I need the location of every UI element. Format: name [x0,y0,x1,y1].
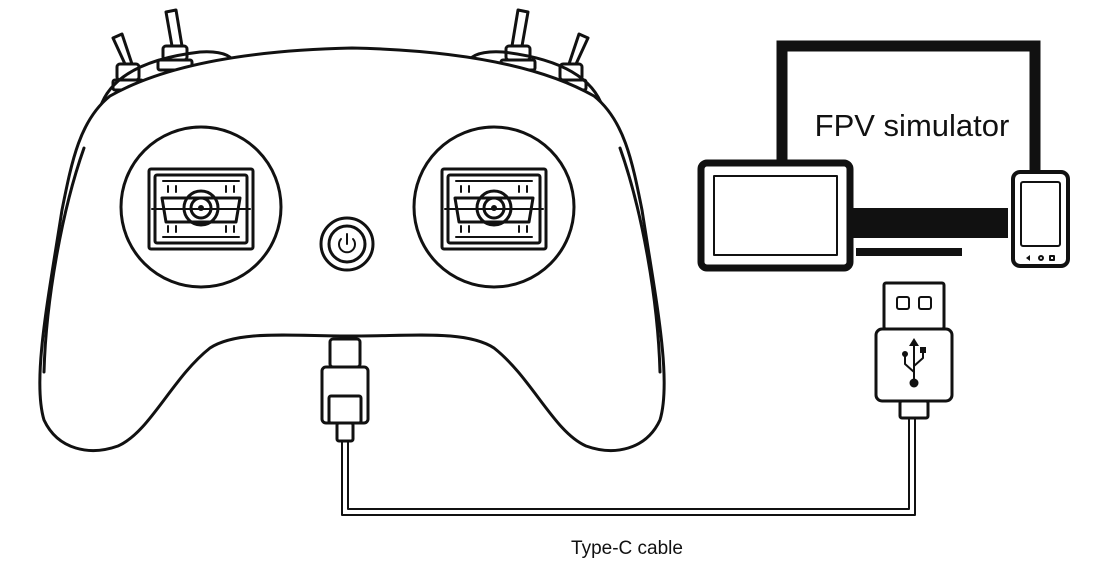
right-gimbal [412,125,576,289]
laptop [776,40,1041,256]
left-shoulder [98,50,238,110]
cable-line [341,417,916,516]
tablet [697,159,854,272]
usb-a-connector [874,281,954,420]
screen-text: FPV simulator [815,108,1010,143]
right-inner-switch [499,8,537,72]
power-button [319,216,375,272]
left-inner-switch [156,8,194,72]
radio-controller [38,8,666,452]
usb-c-connector [320,337,370,443]
phone [1011,170,1070,268]
left-gimbal [119,125,283,289]
usb-symbol-icon [902,338,926,388]
power-icon [338,233,356,254]
cable-caption: Type-C cable [571,538,683,559]
